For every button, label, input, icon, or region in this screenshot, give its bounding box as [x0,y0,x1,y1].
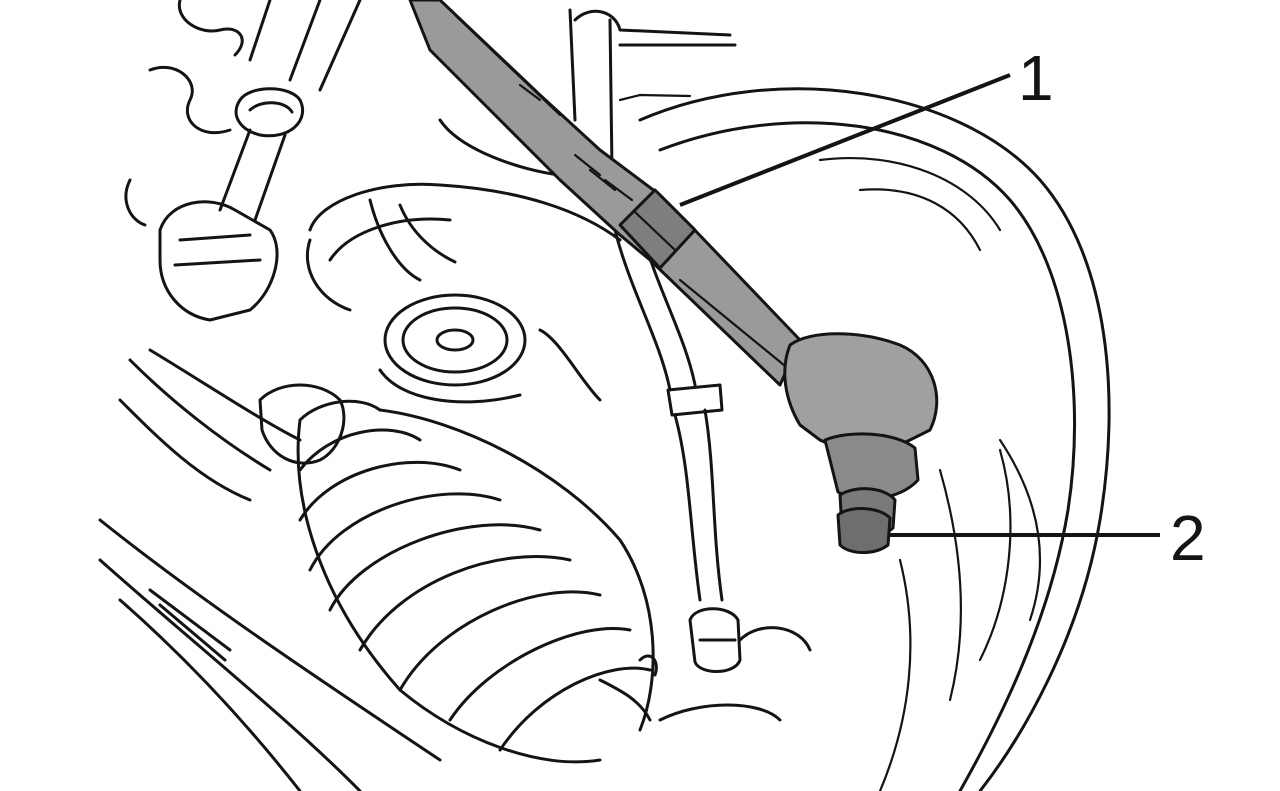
drive-shaft-boot [296,399,658,764]
tie-rod-end [783,332,939,539]
lock-nut [618,188,697,270]
callout-1-label: 1 [1018,42,1054,114]
brake-hose [613,223,742,673]
callout-2-label: 2 [1170,502,1206,574]
steering-knuckle [305,118,662,404]
upper-strut-bracket [148,0,737,222]
callout-1-leader [679,73,1011,207]
brake-disc [618,87,1111,791]
castle-nut [836,507,892,554]
tie-rod [408,0,802,387]
lower-control-arm [98,518,812,791]
